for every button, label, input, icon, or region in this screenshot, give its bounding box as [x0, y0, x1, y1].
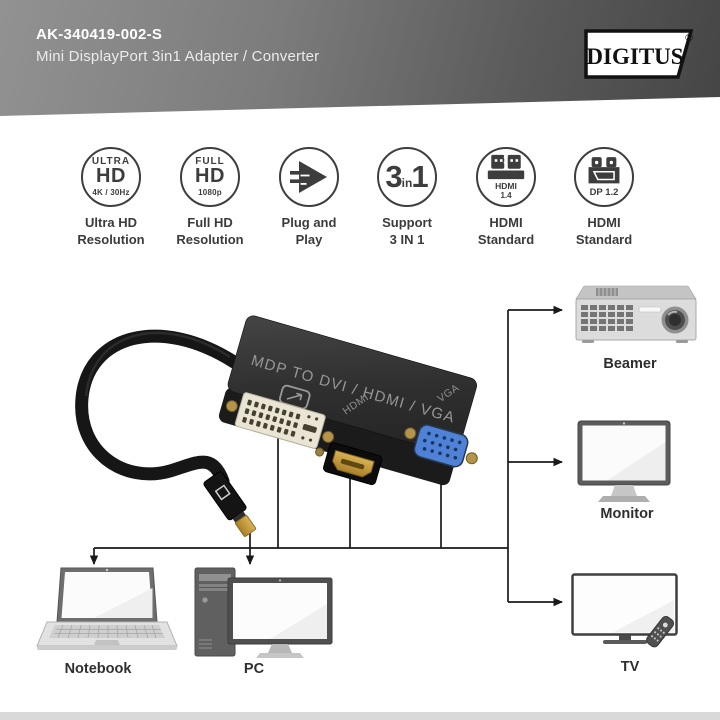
logo-wordmark: DIGITUS [586, 44, 683, 69]
product-title: Mini DisplayPort 3in1 Adapter / Converte… [36, 48, 320, 65]
product-sku: AK-340419-002-S [36, 26, 163, 43]
adapter-product-image: MDP TO DVI / HDMI / VGA [75, 315, 478, 537]
adapter-body: MDP TO DVI / HDMI / VGA [218, 315, 478, 486]
tv-label: TV [620, 659, 640, 675]
header-banner: AK-340419-002-S Mini DisplayPort 3in1 Ad… [0, 0, 720, 116]
full-hd-badge-icon: FULL HD 1080p [180, 147, 240, 207]
remote-control-icon [646, 616, 675, 648]
screw-hole [315, 447, 325, 457]
vga-port [404, 424, 478, 468]
cable-highlight [84, 331, 231, 397]
monitor-icon [577, 420, 671, 502]
adapter-cable [75, 329, 241, 488]
notebook-label: Notebook [64, 661, 132, 677]
plug-and-play-icon [279, 147, 339, 207]
hdmi-plug-glyph [487, 154, 525, 180]
tv-icon [571, 573, 678, 648]
bottom-strip [0, 712, 720, 720]
beamer-icon [575, 285, 697, 343]
dp-plug-glyph [588, 156, 620, 183]
notebook-icon [36, 567, 178, 650]
hdmi-port [323, 442, 383, 486]
adapter-top-face [227, 315, 477, 455]
plug-arrow-glyph [290, 161, 327, 193]
ultra-hd-badge-icon: ULTRA HD 4K / 30Hz [81, 147, 141, 207]
logo-frame [584, 29, 694, 79]
displayport-connector-icon: DP 1.2 [574, 147, 634, 207]
registered-mark: ® [685, 32, 693, 44]
digitus-logo: DIGITUS ® [584, 29, 694, 79]
dvi-port [225, 392, 335, 449]
pc-label: PC [243, 661, 265, 677]
mini-dp-plug-icon [203, 471, 257, 537]
hdmi-connector-icon: HDMI 1.4 [476, 147, 536, 207]
monitor-label: Monitor [600, 506, 654, 522]
beamer-label: Beamer [603, 356, 657, 372]
pc-icon [194, 567, 333, 658]
